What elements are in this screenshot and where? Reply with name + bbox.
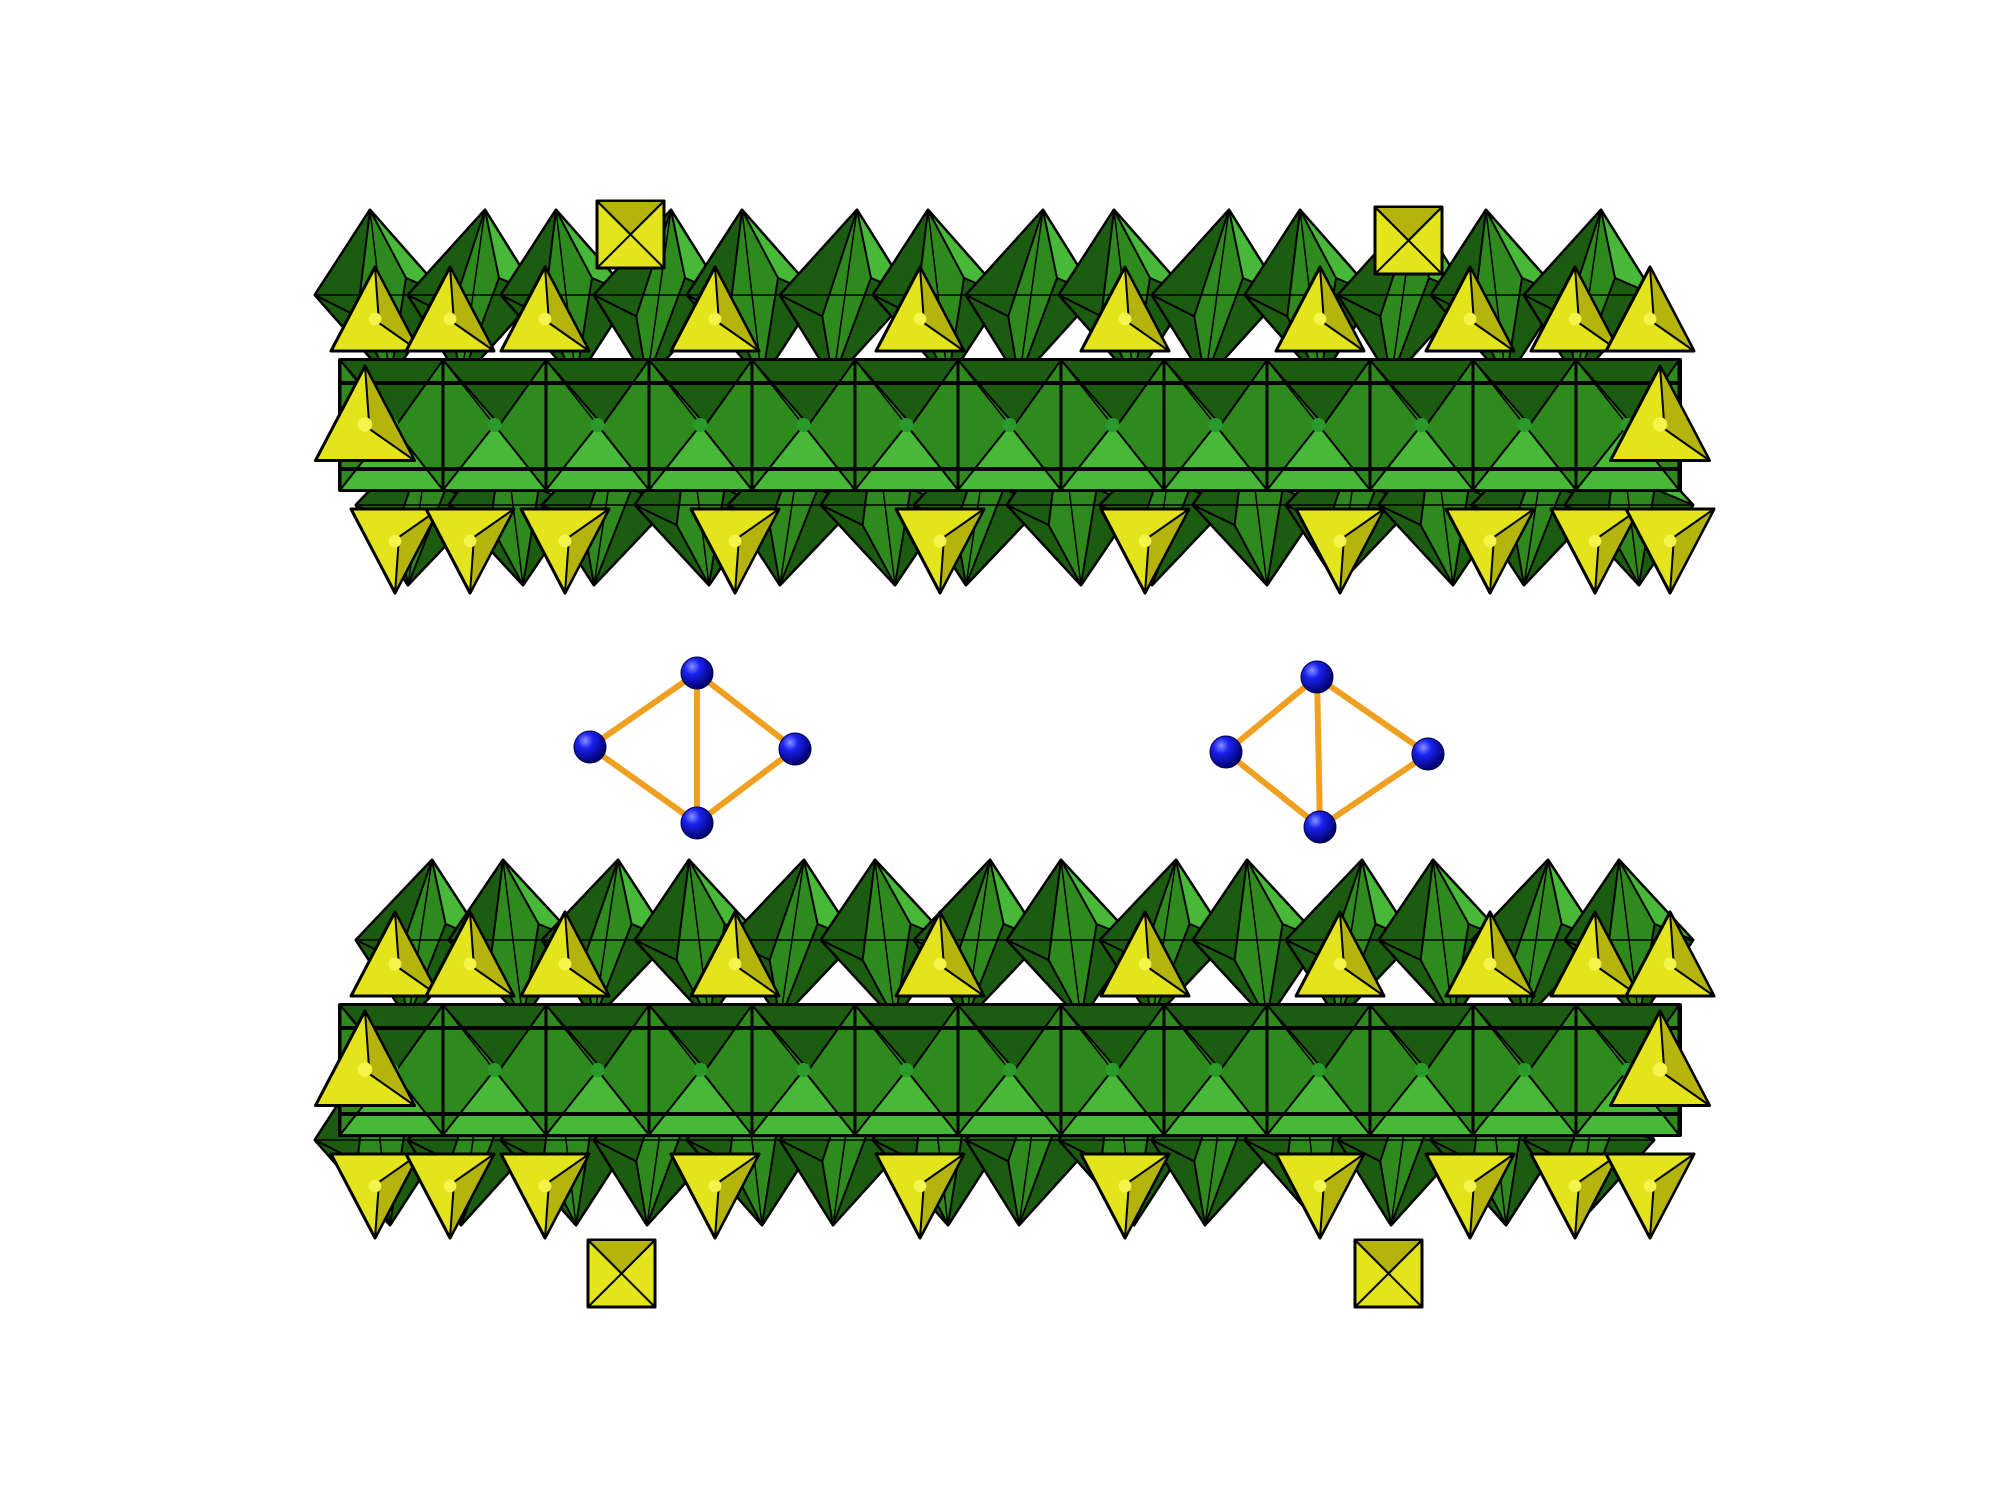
band-octahedron xyxy=(1265,1003,1372,1137)
band-octahedron xyxy=(441,1003,548,1137)
bond xyxy=(1223,674,1320,755)
tetrahedron xyxy=(424,507,516,595)
tetrahedron xyxy=(1624,910,1716,998)
tetrahedron xyxy=(1079,1152,1171,1240)
atom xyxy=(778,732,812,766)
band-octahedron xyxy=(1059,358,1166,492)
atom xyxy=(1209,735,1243,769)
band-octahedron xyxy=(853,358,960,492)
tetrahedron xyxy=(874,1152,966,1240)
bond xyxy=(1314,674,1323,830)
tetrahedron xyxy=(689,507,781,595)
band-octahedron xyxy=(1471,358,1578,492)
atom xyxy=(680,656,714,690)
band-octahedron xyxy=(1368,1003,1475,1137)
bond xyxy=(1314,674,1431,757)
band-octahedron xyxy=(750,1003,857,1137)
band-octahedron xyxy=(1471,1003,1578,1137)
tetrahedron xyxy=(404,1152,496,1240)
tetrahedron xyxy=(1549,507,1641,595)
tetrahedron xyxy=(1099,910,1191,998)
octahedron xyxy=(1191,858,1323,1022)
tetrahedron xyxy=(404,265,496,353)
octahedron xyxy=(1005,858,1137,1022)
tetrahedron xyxy=(1274,265,1366,353)
tetrahedron xyxy=(1529,265,1621,353)
band-octahedron xyxy=(750,358,857,492)
atom xyxy=(680,806,714,840)
tetrahedron xyxy=(874,265,966,353)
band-octahedron xyxy=(544,1003,651,1137)
band-octahedron xyxy=(1265,358,1372,492)
tetrahedron xyxy=(349,507,441,595)
tetrahedron xyxy=(1609,1009,1711,1107)
tetrahedron xyxy=(519,910,611,998)
tetrahedron xyxy=(669,1152,761,1240)
tetrahedron xyxy=(424,910,516,998)
tetrahedron xyxy=(894,910,986,998)
band-octahedron xyxy=(956,358,1063,492)
tetrahedron xyxy=(314,1009,416,1107)
cap-cube xyxy=(1353,1238,1424,1309)
tetrahedral-cluster-right xyxy=(1209,660,1445,844)
tetrahedron xyxy=(1529,1152,1621,1240)
tetrahedron xyxy=(499,265,591,353)
tetrahedron xyxy=(1444,507,1536,595)
cap-cube xyxy=(595,199,666,270)
polyhedral-layer-upper xyxy=(313,199,1716,595)
band-octahedron xyxy=(647,1003,754,1137)
tetrahedron xyxy=(1424,1152,1516,1240)
tetrahedron xyxy=(1624,507,1716,595)
band-octahedron xyxy=(1162,358,1269,492)
tetrahedron xyxy=(519,507,611,595)
bond xyxy=(1223,749,1323,830)
band-octahedron xyxy=(647,358,754,492)
polyhedral-layer-lower xyxy=(313,858,1716,1309)
atom xyxy=(1303,810,1337,844)
tetrahedron xyxy=(689,910,781,998)
bond xyxy=(587,670,700,750)
tetrahedron xyxy=(669,265,761,353)
tetrahedron xyxy=(1444,910,1536,998)
tetrahedron xyxy=(314,364,416,462)
tetrahedron xyxy=(894,507,986,595)
band-octahedron xyxy=(956,1003,1063,1137)
band-octahedron xyxy=(1368,358,1475,492)
bond xyxy=(694,670,798,752)
tetrahedron xyxy=(1294,507,1386,595)
bond xyxy=(694,746,798,826)
cap-cube xyxy=(1373,205,1444,276)
tetrahedron xyxy=(1604,265,1696,353)
tetrahedron xyxy=(1079,265,1171,353)
bond xyxy=(587,744,700,826)
tetrahedron xyxy=(1274,1152,1366,1240)
cap-cube xyxy=(586,1238,657,1309)
tetrahedron xyxy=(1604,1152,1696,1240)
tetrahedron xyxy=(329,1152,421,1240)
atom xyxy=(1411,737,1445,771)
tetrahedron xyxy=(349,910,441,998)
tetrahedron xyxy=(1099,507,1191,595)
bond xyxy=(1317,751,1431,830)
atom xyxy=(1300,660,1334,694)
tetrahedron xyxy=(1609,364,1711,462)
atom xyxy=(573,730,607,764)
tetrahedron xyxy=(499,1152,591,1240)
tetrahedron xyxy=(1294,910,1386,998)
tetrahedron xyxy=(1549,910,1641,998)
tetrahedron xyxy=(329,265,421,353)
tetrahedron xyxy=(1424,265,1516,353)
tetrahedral-cluster-left xyxy=(573,656,812,840)
